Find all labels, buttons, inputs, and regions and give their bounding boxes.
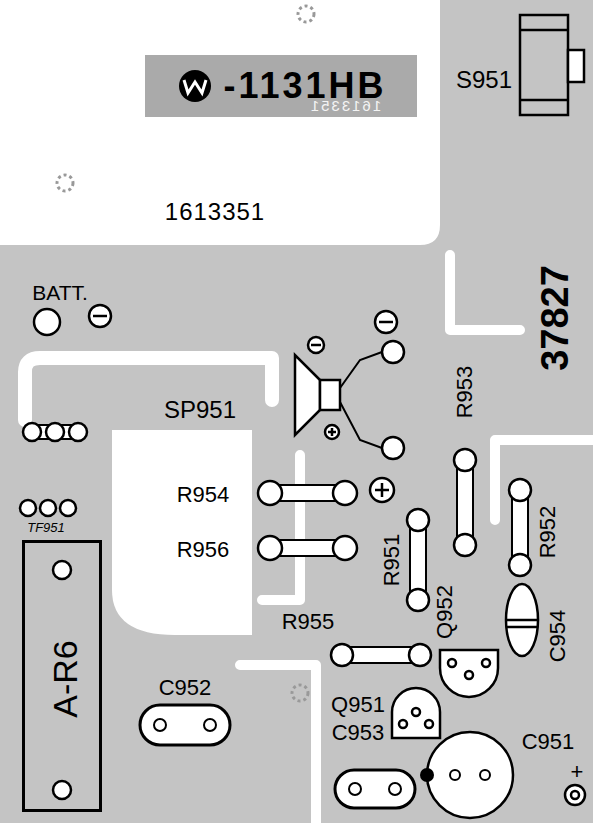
component-ref: R954 (177, 484, 230, 506)
component-ref: SP951 (164, 398, 236, 422)
terminal-name: BATT. (32, 282, 88, 303)
bare-board-area (112, 430, 252, 635)
component-ref: C952 (159, 677, 212, 699)
board-number: 37827 (536, 265, 574, 371)
mirrored-number: 1613351 (309, 98, 381, 113)
label-band: -1131HB1613351 (145, 55, 417, 117)
transistor-outlines (392, 650, 498, 738)
maker-logo (179, 70, 211, 102)
component-ref: R956 (177, 539, 230, 561)
component-ref: TF951 (27, 521, 65, 534)
polarity-mark: + (571, 761, 584, 783)
component-ref: Q951 (331, 694, 385, 716)
solder-pads (20, 309, 585, 805)
polarity-marks (89, 305, 397, 502)
battery-type: A-R6 (48, 640, 82, 717)
part-number: 1613351 (165, 200, 265, 224)
component-ref: R952 (537, 506, 559, 559)
component-ref: R955 (282, 611, 335, 633)
battery-box-ground (22, 540, 102, 812)
component-ref: C954 (547, 610, 569, 663)
battery-box: A-R6 (22, 540, 102, 812)
component-ref: C951 (522, 731, 575, 753)
component-ref: S951 (456, 68, 512, 92)
capacitor-c954 (506, 584, 538, 656)
component-ref: R953 (454, 366, 476, 419)
component-ref: Q952 (434, 585, 456, 639)
isolation-gaps (25, 255, 593, 823)
capacitor-outlines (140, 705, 513, 818)
label-band-ground (145, 55, 417, 117)
component-ref: R951 (381, 534, 403, 587)
switch-symbol (520, 15, 584, 115)
speaker-symbol (295, 337, 382, 448)
component-ref: C953 (332, 722, 385, 744)
